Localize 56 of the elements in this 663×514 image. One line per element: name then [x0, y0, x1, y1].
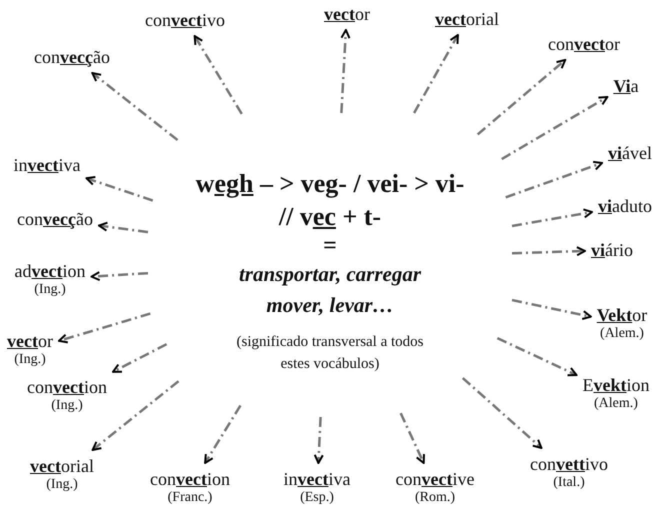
language-label: (Rom.) — [414, 489, 456, 506]
language-label: (Alem.) — [599, 325, 645, 342]
word-text: invectiva — [284, 469, 350, 489]
arrow — [512, 298, 592, 320]
arrow — [413, 34, 459, 114]
meaning-text: transportar, carregar mover, levar… — [238, 261, 422, 319]
root-formula: wegh – > veg- / vei- > vi- // vec + t- — [194, 168, 466, 233]
arrow — [58, 312, 151, 344]
word-text: invectiva — [14, 155, 80, 175]
word-text: Evektion — [582, 375, 650, 395]
arrow — [462, 377, 542, 449]
arrow — [512, 208, 593, 228]
arrow — [496, 336, 578, 376]
language-label: (Alem.) — [593, 395, 639, 412]
word-text: convector — [548, 34, 620, 54]
word-text: convettivo — [530, 454, 608, 474]
word-text: vector — [7, 331, 53, 351]
arrow — [505, 160, 603, 198]
word-text: vector — [324, 4, 370, 24]
word-text: viário — [591, 240, 633, 260]
arrow — [194, 35, 243, 115]
word-text: Via — [613, 76, 639, 96]
word-text: convectivo — [145, 10, 225, 30]
arrow — [204, 404, 242, 464]
arrow — [512, 246, 586, 256]
word-text: convection — [27, 377, 107, 397]
language-label: (Ing.) — [50, 397, 84, 414]
word-text: vectorial — [30, 456, 94, 476]
word-text: convective — [396, 469, 474, 489]
arrow — [400, 412, 425, 464]
word-text: vectorial — [435, 9, 499, 29]
arrow — [91, 72, 178, 142]
language-label: (Esp.) — [299, 489, 335, 506]
word-text: convecção — [17, 209, 93, 229]
arrow — [314, 416, 324, 464]
arrow — [86, 176, 154, 202]
word-text: advection — [14, 261, 86, 281]
note-text: (significado transversal a todos estes vocábulos) — [235, 333, 425, 374]
arrow — [90, 271, 148, 282]
word-text: convection — [150, 469, 230, 489]
language-label: (Ing.) — [33, 281, 67, 298]
word-text: Vektor — [596, 305, 648, 325]
language-label: (Ing.) — [13, 351, 47, 368]
language-label: (Ital.) — [552, 474, 586, 491]
word-text: viável — [608, 143, 652, 163]
arrow — [476, 59, 566, 136]
equals-sign: = — [322, 233, 338, 259]
arrow — [112, 343, 168, 373]
language-label: (Franc.) — [166, 489, 214, 506]
arrow — [98, 222, 148, 234]
word-text: convecção — [34, 47, 110, 67]
arrow — [92, 380, 180, 451]
language-label: (Ing.) — [45, 476, 79, 493]
arrow — [340, 29, 350, 114]
word-text: viaduto — [598, 196, 652, 216]
arrow — [501, 96, 608, 160]
